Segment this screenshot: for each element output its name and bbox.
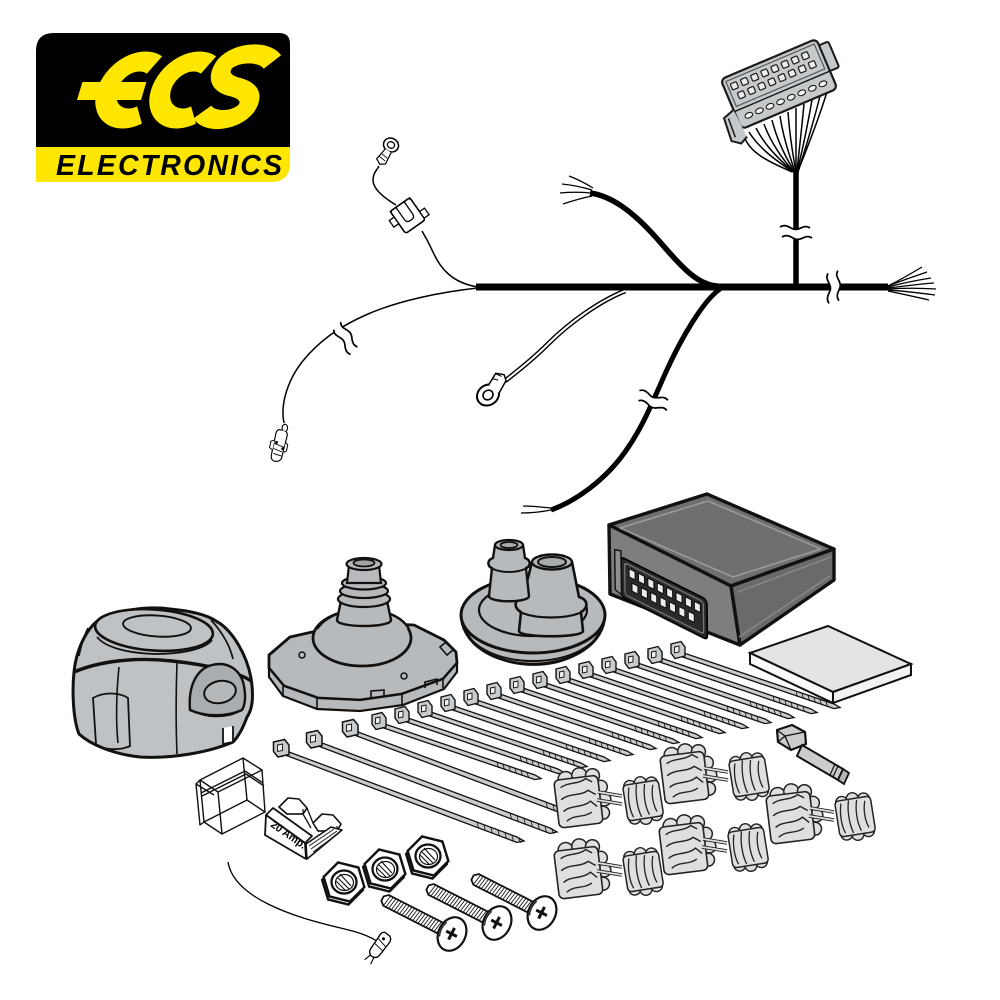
svg-text:ELECTRONICS: ELECTRONICS	[56, 150, 283, 182]
